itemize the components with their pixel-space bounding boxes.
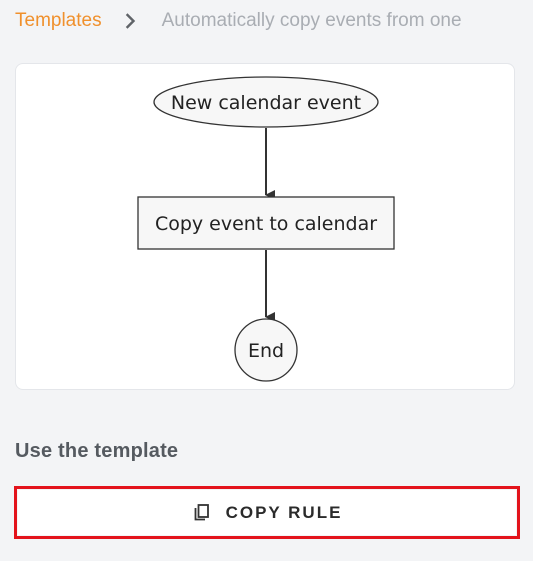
- breadcrumb-templates-link[interactable]: Templates: [15, 10, 102, 31]
- breadcrumb-current-page: Automatically copy events from one: [161, 10, 462, 31]
- flow-node-end: End: [234, 318, 298, 382]
- copy-rule-button[interactable]: COPY RULE: [18, 490, 516, 535]
- breadcrumb: Templates Automatically copy events from…: [15, 0, 533, 42]
- copy-rule-highlight: [14, 486, 520, 539]
- flow-node-start: New calendar event: [153, 76, 379, 128]
- flow-diagram: New calendar event Copy event to calenda…: [137, 76, 395, 382]
- copy-icon: [192, 503, 212, 523]
- flow-node-action: Copy event to calendar: [137, 196, 395, 250]
- use-template-heading: Use the template: [15, 440, 179, 462]
- flow-diagram-card: New calendar event Copy event to calenda…: [15, 63, 515, 390]
- chevron-right-icon: [122, 13, 140, 29]
- flow-node-end-label: End: [248, 340, 284, 362]
- copy-rule-label: COPY RULE: [225, 502, 343, 522]
- flow-node-start-label: New calendar event: [171, 92, 361, 114]
- flow-node-action-label: Copy event to calendar: [155, 213, 377, 235]
